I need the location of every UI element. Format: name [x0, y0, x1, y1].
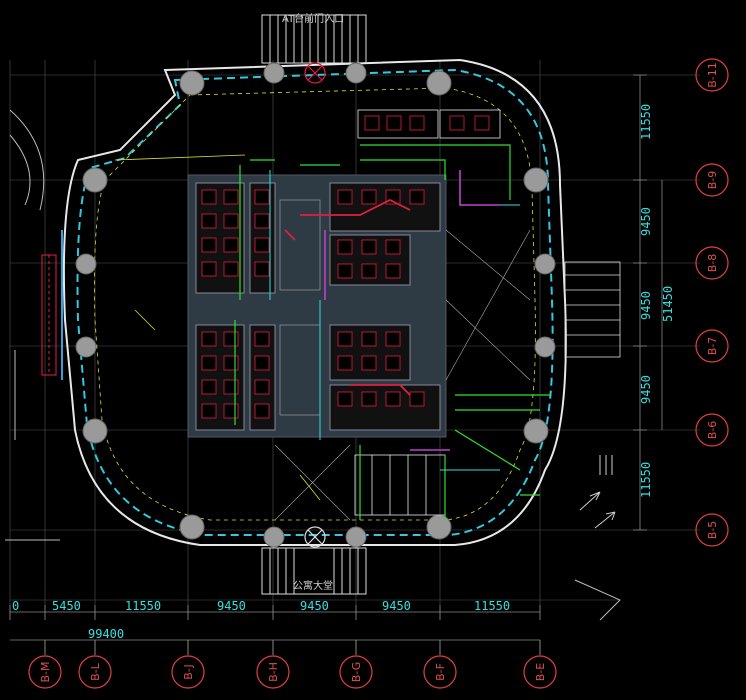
svg-text:B-7: B-7 [706, 337, 719, 356]
upper-right-rooms [357, 109, 501, 139]
axis-bubble: B-G [339, 655, 373, 689]
direction-arrows [579, 455, 616, 529]
column [534, 253, 556, 275]
axis-bubble: B-7 [695, 329, 729, 363]
bottom-dimension-text: 11550 [474, 599, 510, 613]
axis-bubble: B-F [423, 655, 457, 689]
bottom-dimension-lines [9, 605, 541, 641]
bottom-dimension-text: 9450 [382, 599, 411, 613]
svg-text:B-5: B-5 [706, 521, 719, 540]
atrium-diagonals [274, 229, 531, 521]
top-entrance-label: AT台前门入口 [282, 12, 344, 25]
lower-right-rooms [354, 454, 446, 516]
column [179, 514, 205, 540]
column [263, 62, 285, 84]
right-axis-bubbles: B-11 B-9 B-8 B-7 B-6 B-5 [695, 58, 729, 547]
axis-bubble: B-5 [695, 513, 729, 547]
axis-bubble: B-8 [695, 246, 729, 280]
svg-text:B-F: B-F [434, 663, 447, 681]
building-outline [62, 58, 567, 546]
column [426, 514, 452, 540]
svg-text:B-11: B-11 [706, 62, 719, 88]
hvac-yellow-lines [114, 154, 321, 501]
hvac-green-lines [234, 144, 550, 520]
axis-bubble: B-H [256, 655, 290, 689]
svg-text:B-J: B-J [182, 664, 195, 679]
right-dimension-text: 11550 [639, 104, 653, 140]
hvac-magenta-lines [324, 170, 500, 451]
svg-text:B-G: B-G [350, 662, 363, 682]
bottom-dimension-text: 5450 [52, 599, 81, 613]
svg-text:B-E: B-E [534, 663, 547, 682]
right-dimensions: 11550 9450 9450 9450 11550 51450 [639, 104, 675, 498]
svg-text:B-L: B-L [89, 662, 102, 681]
column [523, 418, 549, 444]
bottom-axis-bubbles: B-M B-L B-J B-H B-G B-F B-E [28, 640, 557, 689]
right-dimension-text: 9450 [639, 375, 653, 404]
entrance-markers [304, 62, 326, 548]
svg-text:B-9: B-9 [706, 171, 719, 190]
column [345, 526, 367, 548]
site-boundary [5, 109, 621, 621]
axis-bubble: B-6 [695, 413, 729, 447]
column [75, 336, 97, 358]
column [523, 167, 549, 193]
axis-bubble: B-J [171, 655, 205, 689]
column [82, 418, 108, 444]
bottom-dimension-text: 9450 [217, 599, 246, 613]
svg-text:B-6: B-6 [706, 421, 719, 440]
right-dimension-text: 11550 [639, 462, 653, 498]
left-facade-element [41, 230, 63, 380]
bottom-entrance-label: 公寓大堂 [293, 579, 333, 592]
axis-bubble: B-11 [695, 58, 729, 92]
axis-bubble: B-E [523, 655, 557, 689]
bottom-dimensions: 0 5450 11550 9450 9450 9450 11550 99400 [12, 599, 510, 641]
column [534, 336, 556, 358]
hvac-red-lines [284, 198, 411, 396]
bottom-entrance [261, 547, 367, 595]
column [75, 253, 97, 275]
column [426, 70, 452, 96]
right-stair [564, 261, 621, 358]
bottom-total-dimension: 99400 [88, 627, 124, 641]
right-dimension-lines [633, 74, 663, 531]
bottom-dimension-text: 0 [12, 599, 19, 613]
column [345, 62, 367, 84]
right-dimension-text: 9450 [639, 291, 653, 320]
svg-text:B-M: B-M [39, 661, 52, 682]
elevator-cabins [201, 189, 425, 419]
column [82, 167, 108, 193]
axis-bubble: B-9 [695, 163, 729, 197]
axis-bubble: B-L [78, 655, 112, 689]
column [263, 526, 285, 548]
right-total-dimension: 51450 [661, 286, 675, 322]
svg-text:B-H: B-H [267, 662, 280, 682]
svg-text:B-8: B-8 [706, 254, 719, 273]
axis-bubble: B-M [28, 655, 62, 689]
columns [75, 62, 556, 548]
column [179, 70, 205, 96]
bottom-dimension-text: 9450 [300, 599, 329, 613]
bottom-dimension-text: 11550 [125, 599, 161, 613]
right-dimension-text: 9450 [639, 207, 653, 236]
